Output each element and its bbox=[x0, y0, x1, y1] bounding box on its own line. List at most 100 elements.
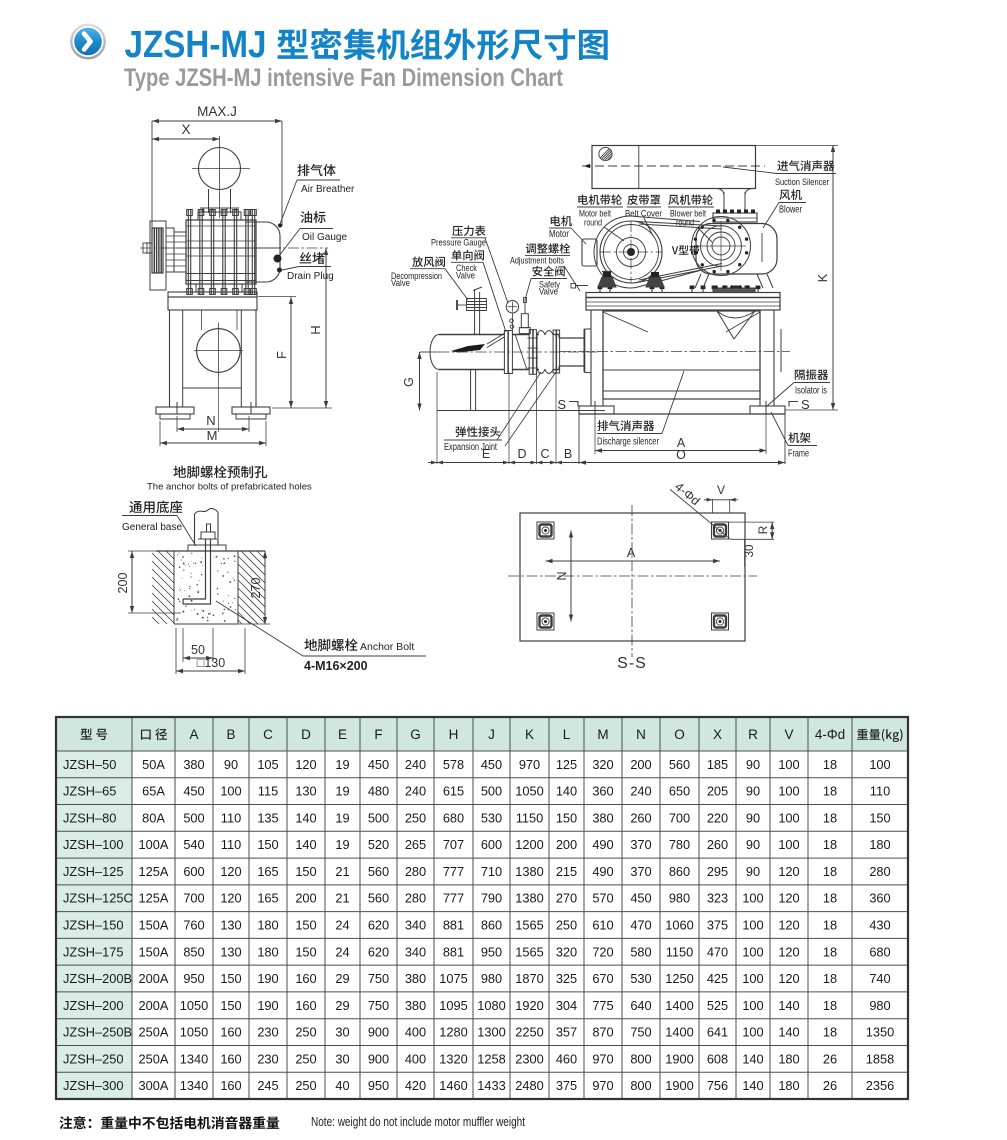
svg-text:Blower: Blower bbox=[779, 205, 802, 216]
svg-text:H: H bbox=[308, 325, 323, 334]
svg-text:260: 260 bbox=[630, 810, 651, 825]
svg-text:340: 340 bbox=[405, 944, 426, 959]
svg-text:200: 200 bbox=[556, 837, 577, 852]
svg-text:Blower belt: Blower belt bbox=[670, 209, 706, 220]
svg-text:J: J bbox=[488, 727, 495, 742]
svg-text:C: C bbox=[540, 447, 549, 461]
svg-text:860: 860 bbox=[669, 864, 690, 879]
svg-text:1080: 1080 bbox=[477, 998, 505, 1013]
svg-text:600: 600 bbox=[481, 837, 502, 852]
svg-text:140: 140 bbox=[295, 810, 316, 825]
svg-text:K: K bbox=[525, 727, 534, 742]
svg-text:240: 240 bbox=[630, 784, 651, 799]
svg-text:950: 950 bbox=[183, 971, 204, 986]
svg-text:200A: 200A bbox=[139, 998, 169, 1013]
svg-text:250: 250 bbox=[295, 1078, 316, 1093]
svg-text:450: 450 bbox=[183, 784, 204, 799]
svg-text:230: 230 bbox=[257, 1025, 278, 1040]
svg-text:Motor belt: Motor belt bbox=[579, 209, 611, 220]
svg-text:1565: 1565 bbox=[515, 918, 543, 933]
svg-text:50A: 50A bbox=[142, 757, 165, 772]
svg-text:18: 18 bbox=[823, 971, 837, 986]
svg-text:1350: 1350 bbox=[866, 1025, 894, 1040]
svg-text:530: 530 bbox=[481, 810, 502, 825]
svg-text:JZSH–65: JZSH–65 bbox=[63, 784, 116, 799]
svg-text:165: 165 bbox=[257, 891, 278, 906]
svg-text:R: R bbox=[748, 727, 758, 742]
svg-text:90: 90 bbox=[224, 757, 238, 772]
svg-text:600: 600 bbox=[183, 864, 204, 879]
svg-text:180: 180 bbox=[778, 1051, 799, 1066]
svg-text:140: 140 bbox=[295, 837, 316, 852]
svg-text:A: A bbox=[627, 546, 636, 560]
svg-text:Check: Check bbox=[456, 263, 477, 274]
svg-text:H: H bbox=[449, 727, 459, 742]
svg-text:26: 26 bbox=[823, 1051, 837, 1066]
svg-text:800: 800 bbox=[630, 1078, 651, 1093]
svg-text:375: 375 bbox=[556, 1078, 577, 1093]
svg-text:90: 90 bbox=[746, 784, 760, 799]
svg-text:480: 480 bbox=[368, 784, 389, 799]
svg-text:Drain Plug: Drain Plug bbox=[287, 271, 334, 282]
svg-text:707: 707 bbox=[443, 837, 464, 852]
svg-text:N: N bbox=[206, 413, 215, 428]
svg-text:780: 780 bbox=[669, 837, 690, 852]
svg-text:B: B bbox=[564, 447, 572, 461]
svg-text:100: 100 bbox=[778, 784, 799, 799]
svg-text:105: 105 bbox=[257, 757, 278, 772]
svg-text:280: 280 bbox=[869, 864, 890, 879]
svg-text:18: 18 bbox=[823, 918, 837, 933]
svg-text:205: 205 bbox=[707, 784, 728, 799]
svg-text:1900: 1900 bbox=[665, 1051, 693, 1066]
svg-text:710: 710 bbox=[481, 864, 502, 879]
svg-text:160: 160 bbox=[220, 1025, 241, 1040]
svg-text:230: 230 bbox=[257, 1051, 278, 1066]
svg-text:21: 21 bbox=[335, 891, 349, 906]
svg-text:1150: 1150 bbox=[666, 944, 694, 959]
svg-text:1920: 1920 bbox=[515, 998, 543, 1013]
svg-text:280: 280 bbox=[405, 891, 426, 906]
svg-text:130: 130 bbox=[295, 784, 316, 799]
svg-text:Valve: Valve bbox=[391, 278, 410, 289]
svg-text:Anchor Bolt: Anchor Bolt bbox=[360, 641, 414, 653]
svg-text:400: 400 bbox=[405, 1051, 426, 1066]
svg-text:1565: 1565 bbox=[515, 944, 543, 959]
svg-text:140: 140 bbox=[742, 1078, 763, 1093]
svg-text:Type JZSH-MJ intensive Fan Dim: Type JZSH-MJ intensive Fan Dimension Cha… bbox=[124, 64, 564, 92]
svg-text:670: 670 bbox=[592, 971, 613, 986]
svg-text:980: 980 bbox=[669, 891, 690, 906]
svg-text:2356: 2356 bbox=[866, 1078, 894, 1093]
svg-text:756: 756 bbox=[707, 1078, 728, 1093]
svg-text:420: 420 bbox=[405, 1078, 426, 1093]
svg-text:D: D bbox=[301, 727, 311, 742]
svg-text:130: 130 bbox=[220, 918, 241, 933]
svg-text:24: 24 bbox=[335, 918, 349, 933]
svg-text:870: 870 bbox=[592, 1025, 613, 1040]
svg-text:Pressure Gauge: Pressure Gauge bbox=[431, 238, 486, 249]
svg-text:18: 18 bbox=[823, 784, 837, 799]
svg-text:580: 580 bbox=[630, 944, 651, 959]
svg-text:777: 777 bbox=[443, 864, 464, 879]
svg-text:O: O bbox=[674, 727, 685, 742]
svg-text:1870: 1870 bbox=[515, 971, 543, 986]
svg-text:100: 100 bbox=[778, 837, 799, 852]
svg-text:340: 340 bbox=[405, 918, 426, 933]
svg-text:100: 100 bbox=[742, 918, 763, 933]
svg-text:round: round bbox=[584, 218, 602, 229]
svg-text:JZSH–50: JZSH–50 bbox=[63, 757, 116, 772]
svg-text:140: 140 bbox=[556, 784, 577, 799]
svg-text:700: 700 bbox=[183, 891, 204, 906]
svg-text:520: 520 bbox=[368, 837, 389, 852]
svg-text:540: 540 bbox=[183, 837, 204, 852]
svg-text:110: 110 bbox=[221, 837, 241, 852]
svg-text:K: K bbox=[815, 273, 830, 282]
svg-text:90: 90 bbox=[746, 757, 760, 772]
svg-text:150: 150 bbox=[220, 998, 241, 1013]
svg-text:General base: General base bbox=[122, 522, 182, 533]
svg-text:740: 740 bbox=[869, 971, 890, 986]
svg-text:G: G bbox=[402, 377, 416, 387]
svg-text:C: C bbox=[263, 727, 273, 742]
svg-text:850: 850 bbox=[183, 944, 204, 959]
svg-text:□130: □130 bbox=[197, 656, 225, 670]
svg-text:Frame: Frame bbox=[788, 449, 809, 460]
